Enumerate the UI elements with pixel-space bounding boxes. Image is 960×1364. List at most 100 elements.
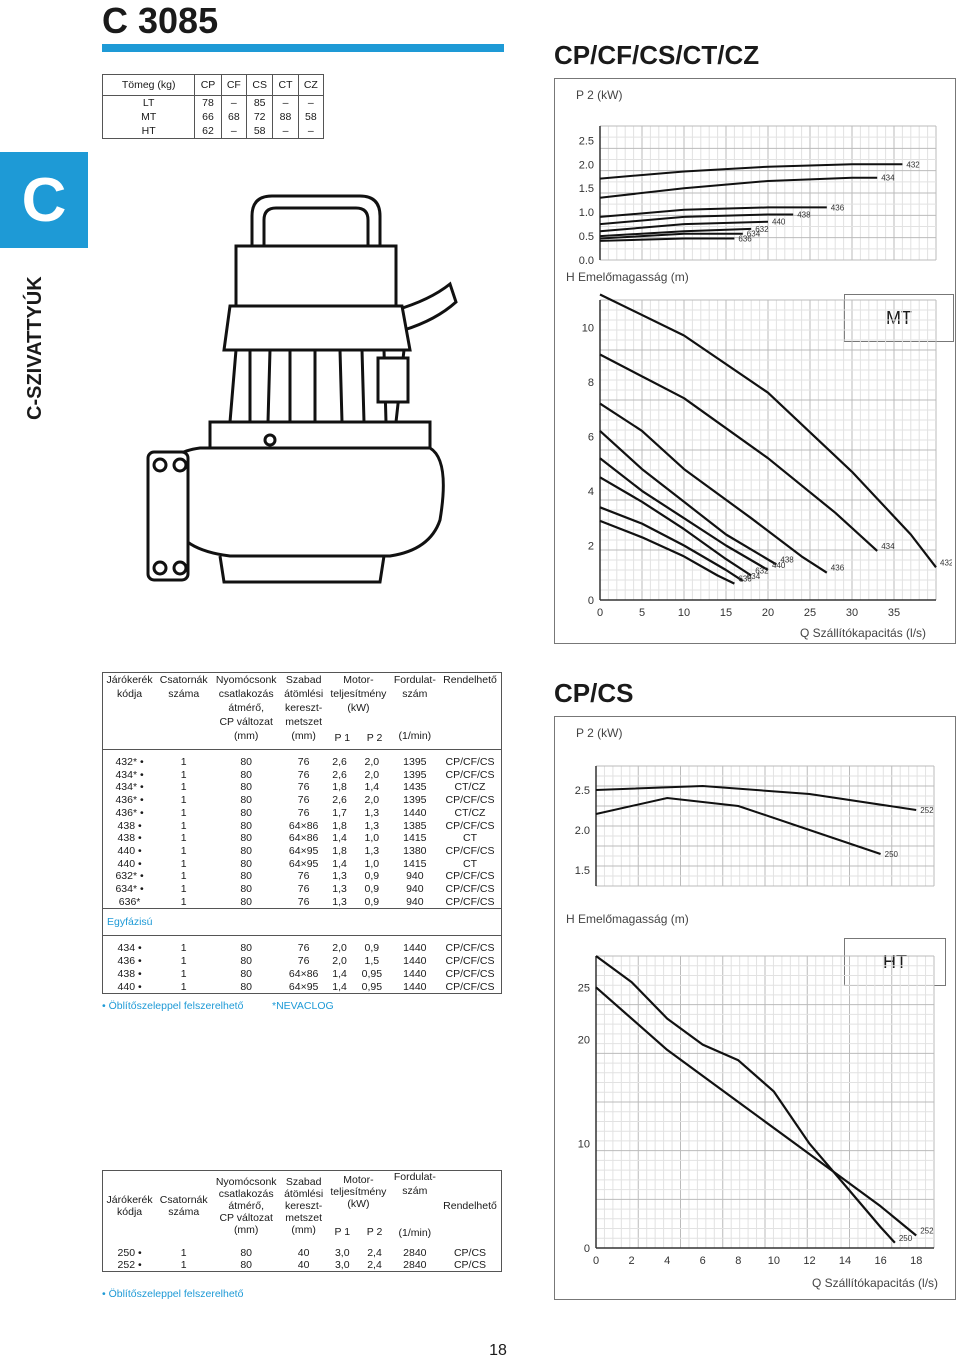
p2-curve-label: 636 [738, 234, 752, 243]
spec-cell: 76 [297, 942, 310, 955]
h-curve-label: 250 [899, 1234, 913, 1243]
h-curve-label: 440 [772, 561, 786, 570]
spec-cell: 80 [240, 806, 253, 819]
spec-cell: 434* • [115, 768, 144, 781]
p2-tick-label: 2.0 [575, 825, 590, 837]
h-curve-label: 432 [940, 558, 952, 567]
spec-header-line: Szabad [285, 1176, 322, 1188]
spec-cell: 1440 [403, 955, 427, 968]
spec-cell: 1,3 [332, 883, 347, 896]
mt-q-label: Q Szállítókapacitás (l/s) [800, 626, 927, 640]
weight-cell: MT [102, 110, 196, 124]
spec-cell: 1395 [403, 768, 427, 781]
spec-cell: 1440 [403, 967, 427, 980]
spec-cell: 1380 [403, 844, 427, 857]
spec-cell: CP/CF/CS [445, 883, 495, 896]
weight-cell: HT [102, 124, 196, 139]
h-curve-634 [599, 506, 744, 582]
p2-curve-636 [599, 237, 735, 242]
spec-cell: 80 [240, 967, 253, 980]
spec-cell: 76 [297, 806, 310, 819]
spec-cell: 1,0 [364, 857, 380, 870]
spec-cell: CP/CF/CS [445, 756, 495, 768]
spec-cell: 2,6 [332, 768, 347, 781]
spec-cell: 1 [180, 768, 187, 781]
h-curve-label: 434 [881, 542, 895, 551]
y-tick-label: 10 [578, 1139, 590, 1151]
weight-header-cell: Tömeg (kg) [102, 74, 196, 96]
spec-cell: 1 [180, 832, 187, 845]
h-curve-label: 636 [738, 575, 752, 584]
spec-header-line: Csatornák [159, 1194, 208, 1206]
x-tick-label: 8 [735, 1255, 741, 1267]
x-tick-label: 0 [593, 1255, 599, 1267]
spec-cell: 64×95 [288, 857, 319, 870]
spec-header-col6: Fordulat-szám(1/min) [391, 1171, 439, 1242]
spec-header-line: teljesítmény [330, 688, 387, 700]
spec-header-line: teljesítmény [330, 1186, 387, 1198]
spec-cell: 436* • [115, 794, 144, 807]
spec-header-line: Fordulat- [393, 1171, 436, 1183]
spec-cell: 80 [240, 1247, 253, 1259]
spec-header-line [391, 1199, 439, 1213]
h-curve-632 [599, 476, 752, 577]
x-tick-label: 15 [720, 607, 732, 619]
spec-header-line: metszet [285, 1212, 323, 1224]
spec-cell: 2,4 [367, 1247, 382, 1259]
spec-cell: 438 • [117, 819, 142, 832]
spec-header-line: CP változat [219, 716, 273, 728]
spec-header-line [391, 701, 439, 715]
pump-illustration [146, 194, 458, 584]
spec-header-line: metszet [285, 716, 323, 728]
spec-cell: 1 [180, 1259, 187, 1271]
spec-cell: 1,8 [332, 819, 347, 832]
spec-header-p1: P 1 [334, 1226, 351, 1238]
x-tick-label: 30 [846, 607, 858, 619]
spec-cell: 1395 [403, 794, 427, 807]
h-curve-label: 632 [755, 566, 769, 575]
spec-cell: 1,3 [364, 806, 380, 819]
p2-tick-label: 2.5 [575, 785, 590, 797]
y-tick-label: 2 [588, 540, 594, 552]
spec-header-line: Csatornák [159, 674, 208, 686]
spec-header-line: száma [168, 1206, 200, 1218]
spec-cell: 0,9 [364, 942, 380, 955]
weight-cell: 88 [272, 110, 299, 124]
spec-header-line: Fordulat- [393, 674, 436, 686]
spec-cell: 1 [180, 980, 187, 993]
spec-cell: 432* • [115, 756, 144, 768]
spec-cell: 1440 [403, 806, 427, 819]
h-curve-250 [595, 955, 896, 1244]
h-curve-label: 436 [831, 564, 845, 573]
spec-header-line: (1/min) [398, 730, 432, 742]
spec-cell: 1 [180, 806, 187, 819]
spec-cell: CT/CZ [454, 781, 486, 794]
spec-cell: 80 [240, 980, 253, 993]
p2-tick-label: 0.5 [579, 231, 594, 243]
spec-cell: CP/CF/CS [445, 895, 495, 908]
spec-header-line: (mm) [233, 730, 259, 742]
spec-cell: 1415 [403, 832, 427, 845]
spec-cell: 76 [297, 955, 310, 968]
spec-header-line: (mm) [291, 730, 316, 742]
spec-cell: 76 [297, 794, 310, 807]
spec-cell: CP/CF/CS [445, 967, 495, 980]
spec-header-line: csatlakozás [218, 1188, 274, 1200]
spec-cell: CT [463, 832, 478, 845]
x-tick-label: 12 [803, 1255, 815, 1267]
spec-cell: CP/CS [453, 1259, 487, 1271]
spec-cell: 3,0 [334, 1259, 350, 1271]
spec-cell: CP/CF/CS [445, 768, 495, 781]
spec-cell: 252 • [117, 1259, 142, 1271]
single-phase-label: Egyfázisú [102, 908, 502, 937]
spec-cell: 2,0 [332, 955, 347, 968]
p2-curve-label: 440 [772, 218, 786, 227]
